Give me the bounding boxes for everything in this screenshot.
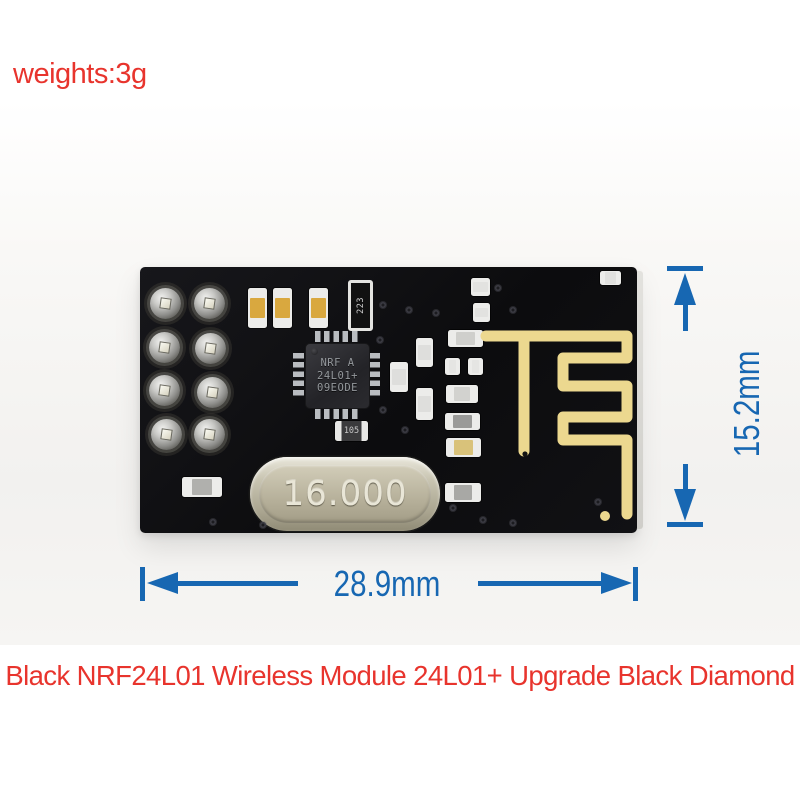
inductor-marking: 105 (343, 426, 360, 436)
chip-pads (315, 408, 361, 419)
dimension-shaft (683, 304, 688, 331)
via (480, 517, 486, 523)
smd-capacitor (446, 438, 481, 457)
smd-component (446, 385, 478, 403)
via (377, 337, 383, 343)
arrow-right-icon (601, 572, 632, 594)
dimension-cap-bottom (667, 522, 703, 527)
via (260, 522, 266, 528)
pcb-antenna (480, 330, 633, 521)
dimension-shaft (177, 581, 298, 586)
smd-resistor (416, 388, 433, 420)
pin-solder-joint (194, 288, 225, 319)
chip-pads (369, 353, 380, 399)
product-title: Black NRF24L01 Wireless Module 24L01+ Up… (5, 660, 795, 691)
via (210, 519, 216, 525)
crystal-face (259, 465, 431, 523)
smd-capacitor (248, 288, 267, 328)
arrow-left-icon (147, 572, 178, 594)
crystal-marking: 16.000 (282, 474, 408, 514)
arrow-down-icon (674, 489, 696, 521)
via (450, 505, 456, 511)
nrf24l01-chip: NRF A 24L01+ 09EODE (305, 343, 370, 409)
chip-pads (293, 353, 304, 399)
via (495, 285, 501, 291)
pin1-dimple (311, 348, 318, 355)
smd-resistor (182, 477, 222, 497)
chip-marking-line2: 24L01+ (317, 369, 358, 382)
via (402, 427, 408, 433)
dimension-cap-top (667, 266, 703, 271)
smd-capacitor (273, 288, 292, 328)
chip-marking-line3: 09EODE (317, 382, 358, 395)
height-dimension-label: 15.2mm (726, 350, 767, 458)
pin-solder-joint (197, 377, 228, 408)
via (433, 310, 439, 316)
smd-component (468, 358, 483, 375)
chip-pads (315, 331, 361, 342)
smd-component (445, 413, 480, 430)
pcb-module: 223 NRF A 24L01+ 09EODE 105 16.000 (140, 267, 637, 533)
via (380, 407, 386, 413)
crystal-oscillator: 16.000 (250, 457, 440, 531)
smd-component (600, 271, 621, 285)
smd-antenna-feed-resistor (448, 330, 483, 347)
chip-marking-line1: NRF A (320, 357, 355, 370)
pin-solder-joint (149, 375, 180, 406)
smd-resistor (416, 338, 433, 367)
smd-resistor (390, 362, 408, 392)
via (595, 499, 601, 505)
dimension-cap-right (633, 567, 638, 601)
smd-capacitor (309, 288, 328, 328)
smd-capacitor-223: 223 (348, 280, 373, 331)
dimension-shaft (478, 581, 602, 586)
smd-component (445, 358, 460, 375)
antenna-stub-via (522, 451, 528, 457)
width-dimension-label: 28.9mm (333, 563, 441, 604)
arrow-up-icon (674, 273, 696, 305)
pin-solder-joint (150, 288, 181, 319)
pin-solder-joint (195, 333, 226, 364)
dimension-shaft (683, 464, 688, 491)
via (510, 307, 516, 313)
dimension-cap-left (140, 567, 145, 601)
smd-component (445, 483, 481, 502)
weight-note: weights:3g (13, 58, 147, 90)
via (406, 307, 412, 313)
pin-solder-joint (151, 419, 182, 450)
pin-solder-joint (194, 419, 225, 450)
smd-component (473, 303, 490, 322)
antenna-test-point (600, 511, 610, 521)
smd-component (471, 278, 490, 296)
smd-inductor-105: 105 (335, 421, 368, 441)
via (510, 520, 516, 526)
pin-solder-joint (149, 332, 180, 363)
via (380, 302, 386, 308)
pcb-side-edge (637, 271, 643, 529)
